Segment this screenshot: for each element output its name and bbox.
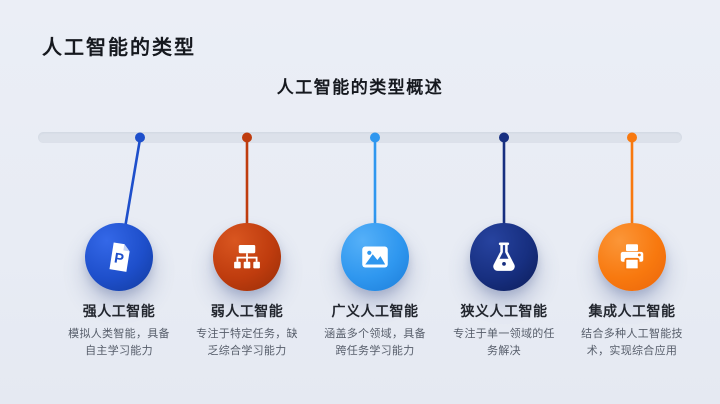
printer-icon: [620, 244, 644, 271]
ppt-file-icon: P: [109, 242, 130, 272]
node-title: 广义人工智能: [331, 303, 419, 319]
page-subtitle: 人工智能的类型概述: [276, 78, 444, 97]
node-desc: 涵盖多个领域，具备跨任务学习能力: [324, 328, 426, 357]
general-ai-circle: [341, 223, 409, 291]
weak-ai-circle: [213, 223, 281, 291]
timeline-node-strong-ai: P 强人工智能 模拟人类智能，具备自主学习能力: [54, 223, 184, 360]
sitemap-icon: [234, 245, 260, 269]
timeline-node-narrow-ai: 狭义人工智能 专注于单一领域的任务解决: [439, 223, 569, 360]
page-title: 人工智能的类型: [42, 37, 196, 59]
node-title: 强人工智能: [82, 303, 156, 319]
node-desc: 结合多种人工智能技术，实现综合应用: [581, 328, 683, 357]
timeline-node-integrated-ai: 集成人工智能 结合多种人工智能技术，实现综合应用: [567, 223, 697, 360]
strong-ai-circle: P: [85, 223, 153, 291]
timeline-node-weak-ai: 弱人工智能 专注于特定任务，缺乏综合学习能力: [182, 223, 312, 360]
narrow-ai-circle: [470, 223, 538, 291]
timeline-node-general-ai: 广义人工智能 涵盖多个领域，具备跨任务学习能力: [310, 223, 440, 360]
node-desc: 专注于单一领域的任务解决: [453, 328, 555, 357]
image-icon: [362, 246, 388, 268]
svg-text:P: P: [113, 250, 125, 267]
node-title: 集成人工智能: [588, 303, 676, 319]
node-title: 狭义人工智能: [460, 303, 548, 319]
timeline-bar: [38, 132, 682, 143]
integrated-ai-circle: [598, 223, 666, 291]
flask-icon: [493, 242, 515, 271]
node-title: 弱人工智能: [210, 303, 284, 319]
node-desc: 专注于特定任务，缺乏综合学习能力: [196, 328, 298, 357]
node-desc: 模拟人类智能，具备自主学习能力: [68, 328, 170, 357]
